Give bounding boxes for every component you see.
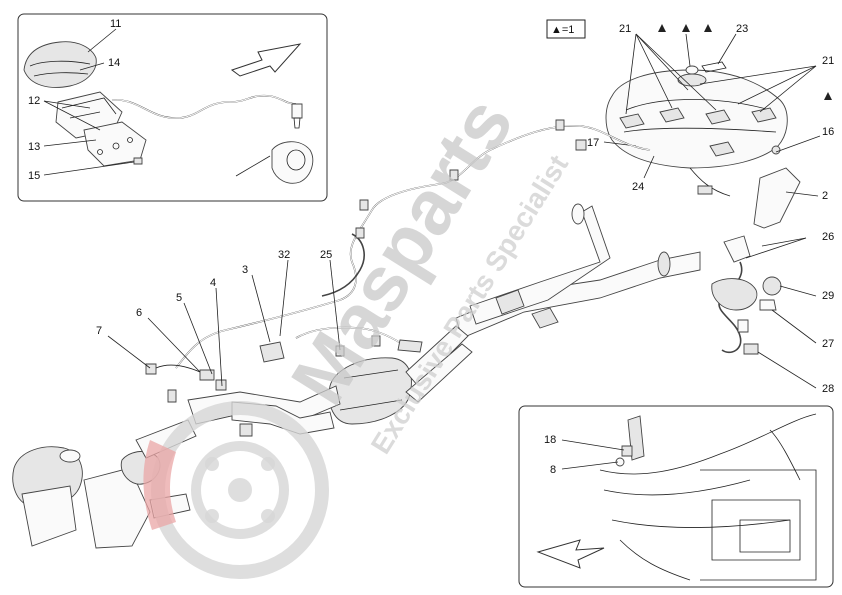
bolt — [133, 157, 143, 165]
callout-15: 15 — [28, 170, 40, 182]
canister-cover — [23, 41, 97, 88]
callout-26: 26 — [822, 231, 834, 243]
callout-5: 5 — [176, 292, 182, 304]
callout-12: 12 — [28, 95, 40, 107]
direction-arrow-icon — [230, 43, 302, 77]
callout-27: 27 — [822, 338, 834, 350]
inset-vehicle-detail: 18 8 — [518, 405, 834, 588]
callout-29: 29 — [822, 290, 834, 302]
callout-18: 18 — [544, 434, 556, 446]
fuel-tank-assembly: 21 23 21 16 17 24 2 — [587, 23, 834, 229]
legend-note: ▲=1 — [546, 19, 586, 39]
callout-7: 7 — [96, 325, 102, 337]
grommet — [271, 141, 314, 184]
callout-28: 28 — [822, 383, 834, 395]
callout-23: 23 — [736, 23, 748, 35]
callout-11: 11 — [110, 18, 121, 30]
filler-hose-assembly: 26 29 27 28 — [711, 231, 834, 395]
callout-32: 32 — [278, 249, 290, 261]
callout-21-top: 21 — [619, 23, 631, 35]
callout-17: 17 — [587, 137, 599, 149]
callout-3: 3 — [242, 264, 248, 276]
callout-6: 6 — [136, 307, 142, 319]
legend-note-text: ▲=1 — [551, 24, 574, 36]
callout-16: 16 — [822, 126, 834, 138]
callout-2: 2 — [822, 190, 828, 202]
tank-strap — [753, 167, 801, 229]
callout-21-right: 21 — [822, 55, 834, 67]
callout-13: 13 — [28, 141, 40, 153]
callout-8: 8 — [550, 464, 556, 476]
vapor-line — [175, 119, 651, 369]
callout-4: 4 — [210, 277, 216, 289]
oxygen-sensor-inset — [291, 103, 303, 119]
inset-canister-detail: 11 14 12 13 15 — [17, 13, 328, 202]
direction-arrow-icon-inset — [536, 539, 605, 569]
callout-14: 14 — [108, 57, 120, 69]
callout-25: 25 — [320, 249, 332, 261]
watermark-logo-icon — [143, 401, 329, 579]
callout-24: 24 — [632, 181, 644, 193]
